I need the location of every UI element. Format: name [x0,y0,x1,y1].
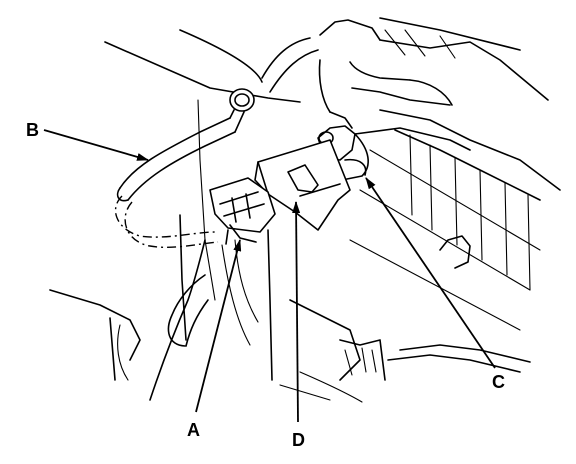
clip [209,177,276,245]
leader-d [292,201,301,423]
cable [114,88,255,249]
housing-outline [49,17,561,403]
leader-lines [43,129,496,423]
callout-b: B [26,120,39,140]
callout-a: A [187,420,200,440]
bracket [254,139,351,231]
callout-d: D [292,430,305,450]
leader-c [365,177,496,369]
leader-a [195,239,242,413]
leader-b [43,129,149,161]
callout-c: C [492,372,505,392]
